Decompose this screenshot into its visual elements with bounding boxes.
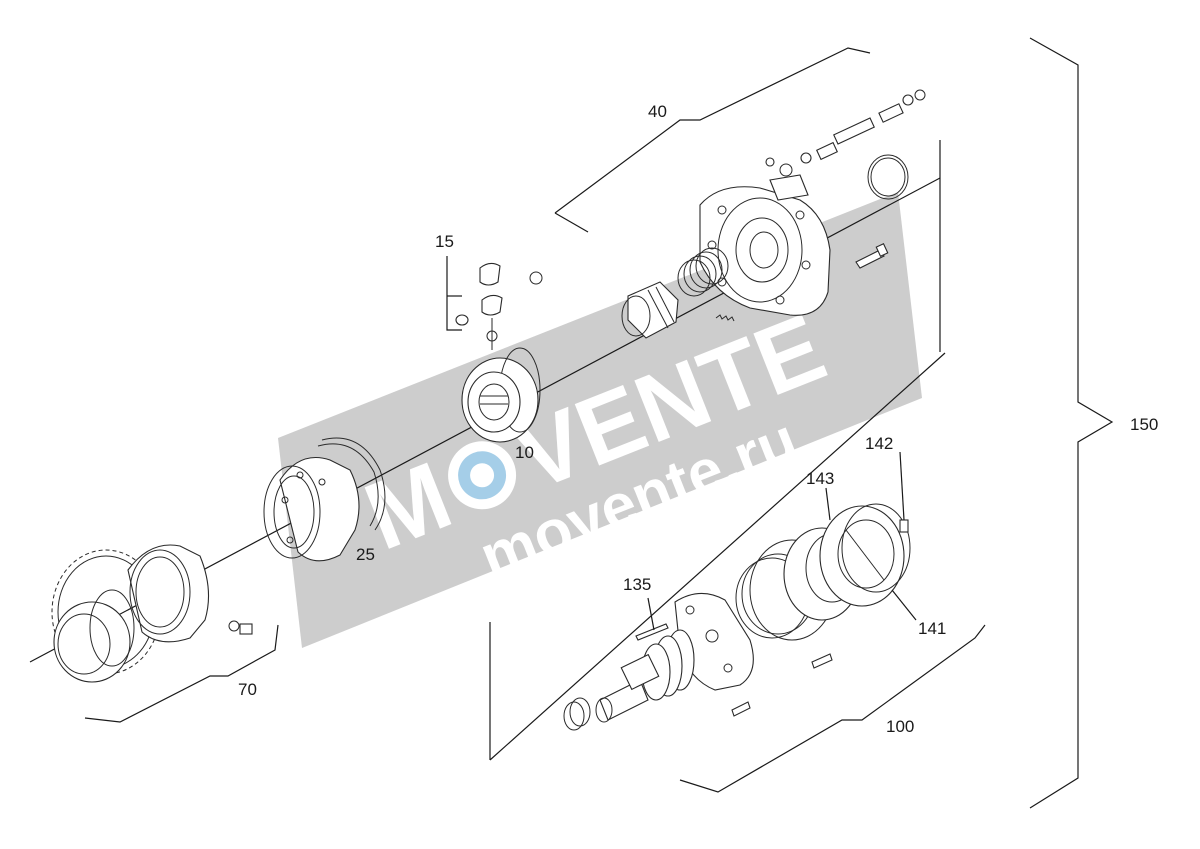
housing-bolt (855, 243, 889, 269)
label-15: 15 (435, 232, 454, 251)
bracket-150 (1029, 37, 1114, 809)
label-40: 40 (648, 102, 667, 121)
label-142: 142 (865, 434, 893, 453)
part-labels: 40 15 10 25 70 100 135 141 142 143 150 (238, 102, 1158, 736)
small-parts-15 (446, 256, 543, 350)
o-ring-large (867, 154, 909, 200)
brake-piston (621, 281, 679, 339)
label-25: 25 (356, 545, 375, 564)
key-135 (635, 623, 669, 641)
sun-shaft (595, 653, 660, 723)
nut-washer-70 (228, 620, 253, 635)
bearing-ring-70 (53, 589, 135, 683)
bracket-100 (679, 624, 986, 793)
valve-assembly (765, 89, 926, 177)
watermark-logo-icon (448, 441, 517, 510)
ring-carrier-25 (263, 456, 360, 562)
label-141: 141 (918, 619, 946, 638)
plug-142 (899, 519, 909, 533)
bracket-70 (84, 624, 279, 723)
motor-housing-40 (699, 174, 831, 316)
snap-ring-25 (317, 437, 386, 531)
label-150: 150 (1130, 415, 1158, 434)
label-10: 10 (515, 443, 534, 462)
snap-ring-100 (563, 697, 591, 731)
carrier-bolts (731, 653, 833, 717)
spring-set (677, 247, 729, 297)
leader-lines (647, 451, 917, 631)
label-100: 100 (886, 717, 914, 736)
small-spring (715, 314, 735, 322)
label-135: 135 (623, 575, 651, 594)
label-143: 143 (806, 469, 834, 488)
cover-141 (819, 503, 911, 607)
label-70: 70 (238, 680, 257, 699)
seal-ring-70 (127, 544, 210, 643)
bracket-40 (554, 47, 871, 233)
bearing-10 (461, 347, 541, 443)
